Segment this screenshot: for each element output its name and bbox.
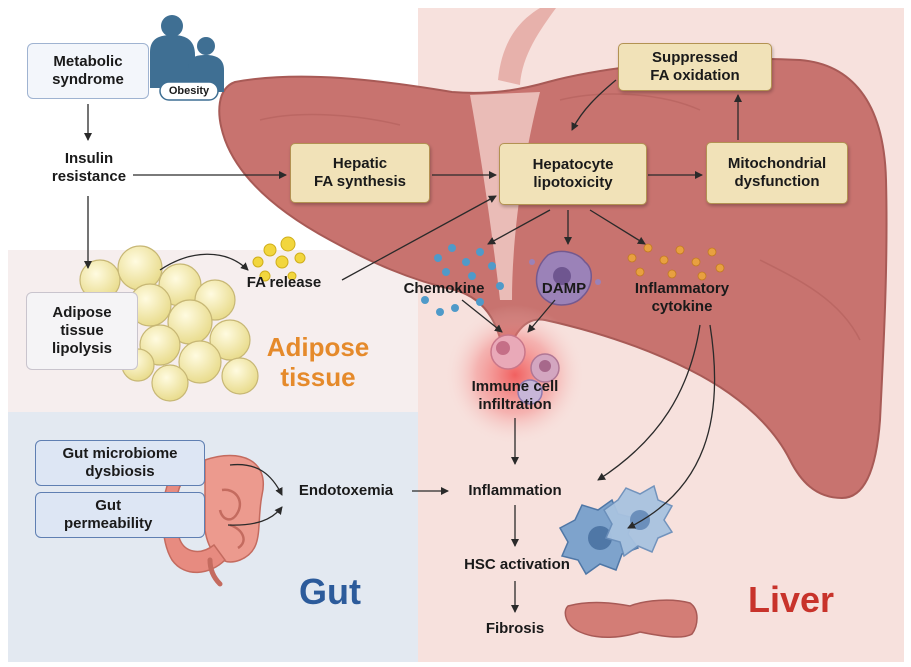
chemokine-label: Chemokine <box>403 280 485 297</box>
obesity-badge-label: Obesity <box>168 85 210 97</box>
hepatic-fa-synthesis-box: Hepatic FA synthesis <box>290 143 430 203</box>
inflammatory-cytokine-label: Inflammatory cytokine <box>634 280 730 315</box>
small-liver-icon <box>564 599 698 638</box>
hsc-activation-label: HSC activation <box>464 556 570 573</box>
immune-cell-infiltration-label: Immune cell infiltration <box>471 378 559 413</box>
damp-label: DAMP <box>541 280 587 297</box>
inflammation-label: Inflammation <box>468 482 562 499</box>
fa-release-label: FA release <box>246 274 322 291</box>
adipose-lipolysis-box: Adipose tissue lipolysis <box>26 292 138 370</box>
liver-region-title: Liver <box>747 579 835 620</box>
suppressed-fa-oxidation-box: Suppressed FA oxidation <box>618 43 772 91</box>
hepatocyte-lipotoxicity-box: Hepatocyte lipotoxicity <box>499 143 647 205</box>
gut-region-title: Gut <box>299 571 361 612</box>
fatty-acid-droplets-icon <box>252 236 306 282</box>
endotoxemia-label: Endotoxemia <box>298 482 394 499</box>
inflammation-glow <box>445 305 585 445</box>
fibrosis-label: Fibrosis <box>485 620 545 637</box>
gut-microbiome-dysbiosis-box: Gut microbiome dysbiosis <box>35 440 205 486</box>
flow-arrows <box>84 79 742 613</box>
immune-cells-icon <box>490 334 560 405</box>
cytokine-dots-icon <box>627 243 725 281</box>
mitochondrial-dysfunction-box: Mitochondrial dysfunction <box>706 142 848 204</box>
metabolic-syndrome-box: Metabolic syndrome <box>27 43 149 99</box>
chemokine-dots-icon <box>421 244 504 316</box>
damp-cell-icon <box>529 250 601 306</box>
insulin-resistance-label: Insulin resistance <box>51 150 127 185</box>
adipose-region-title: Adipose tissue <box>266 332 370 392</box>
gut-permeability-box: Gut permeability <box>35 492 205 538</box>
obesity-people-icon <box>150 15 224 101</box>
